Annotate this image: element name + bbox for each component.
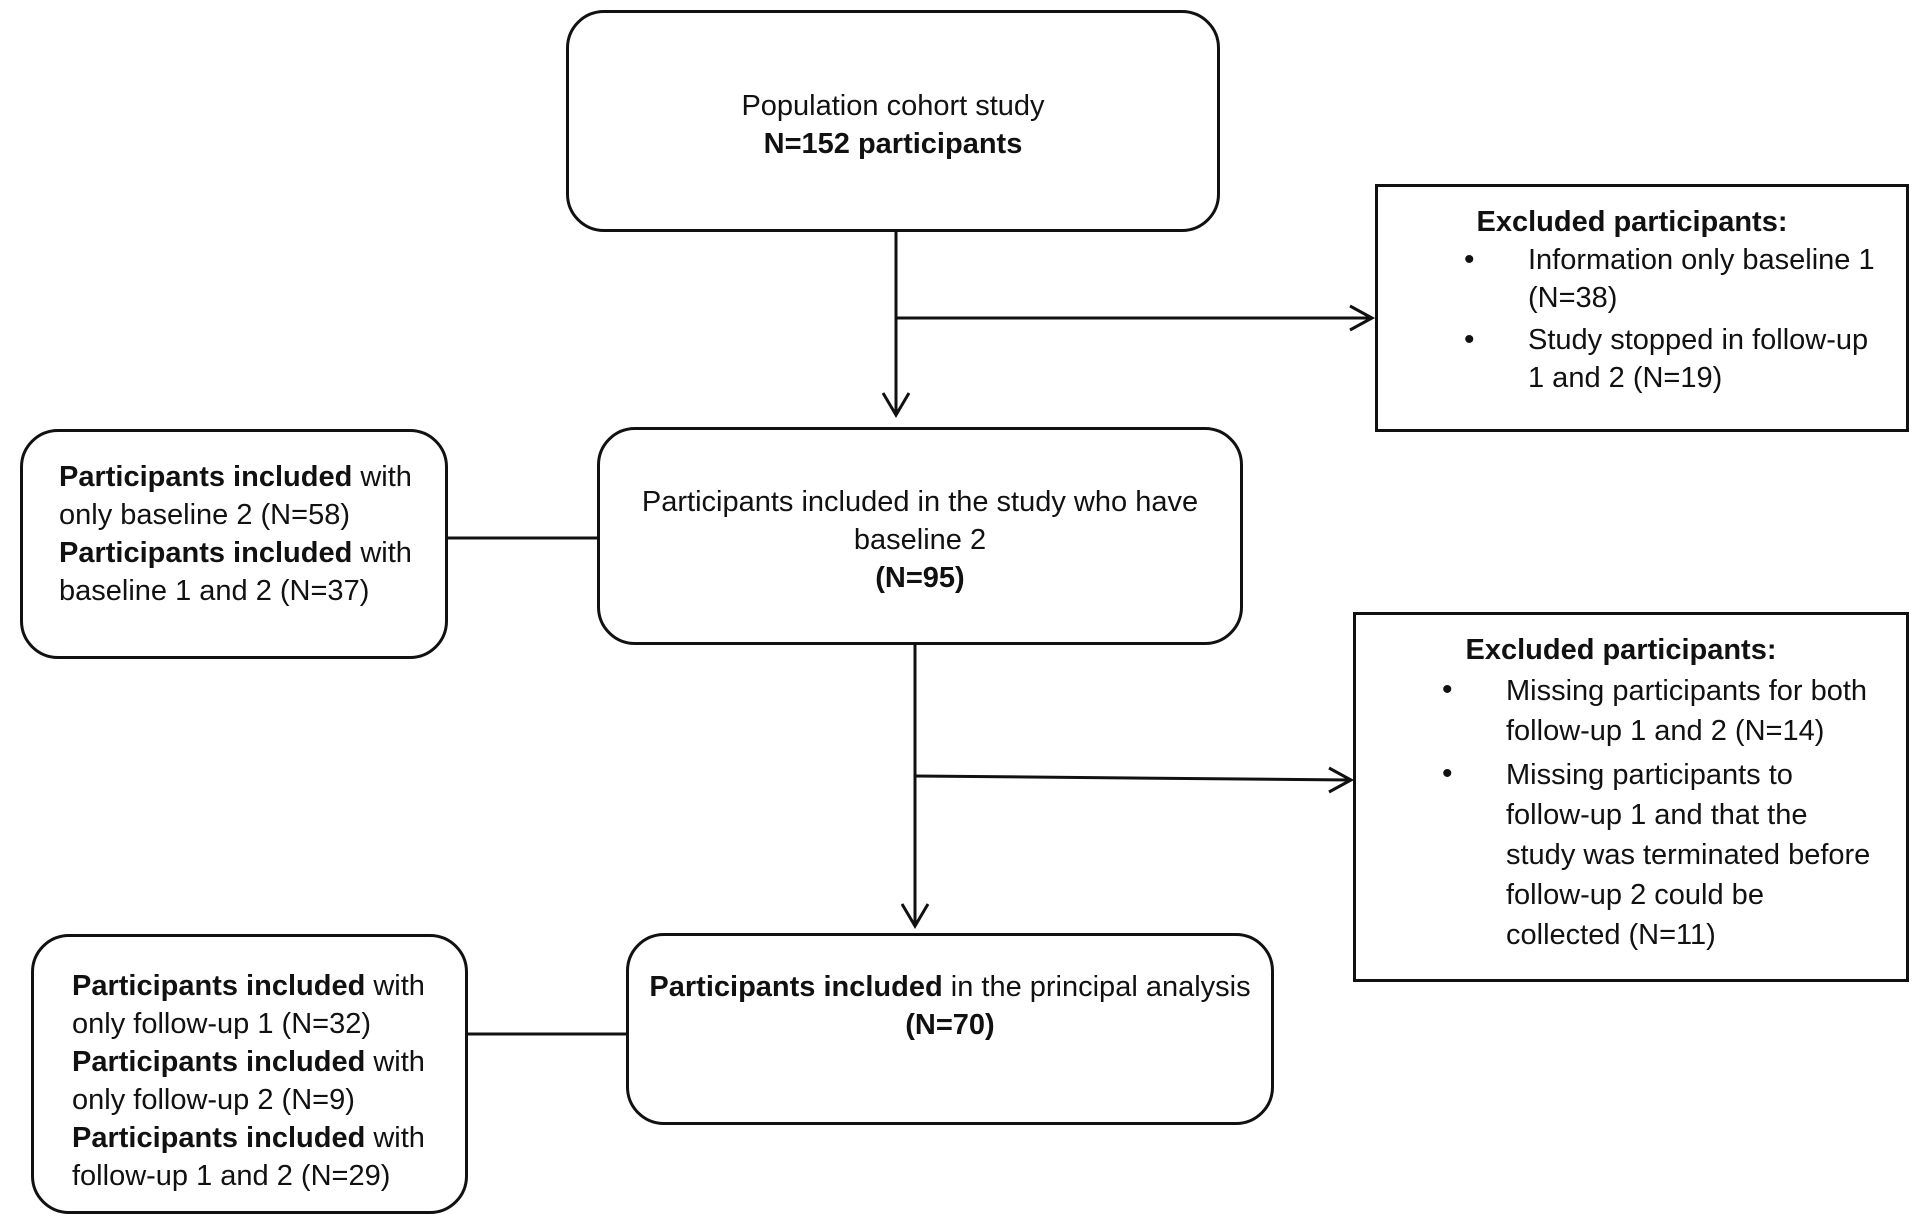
excluded-1-item-text: Information only baseline 1 xyxy=(1528,244,1875,276)
baseline2-label: Participants included in the study who h… xyxy=(641,486,1199,518)
excluded-2-list: • Missing participants for both follow-u… xyxy=(1356,671,1886,955)
arrowhead-down-2 xyxy=(900,903,930,929)
arrowhead-right-1 xyxy=(1349,304,1376,332)
excluded-2-item: • Missing participants to follow-up 1 an… xyxy=(1356,755,1886,955)
arrow-to-excluded-2 xyxy=(914,774,1352,782)
excluded-1-item: • Study stopped in follow-up 1 and 2 (N=… xyxy=(1378,321,1886,397)
excluded-1-item-text: Study stopped in follow-up xyxy=(1528,324,1869,356)
principal-label: Participants included in the principal a… xyxy=(649,971,1251,1003)
excluded-1-list: • Information only baseline 1 (N=38) • S… xyxy=(1378,241,1886,397)
excluded-box-2: Excluded participants: • Missing partici… xyxy=(1353,612,1909,982)
bullet-icon: • xyxy=(1442,757,1453,790)
excluded-2-item-text: follow-up 1 and that the xyxy=(1506,799,1808,831)
excluded-2-title: Excluded participants: xyxy=(1465,634,1777,666)
excluded-1-item-text: 1 and 2 (N=19) xyxy=(1528,362,1723,394)
baseline2-detail-row: Participants included with baseline 1 an… xyxy=(59,537,412,607)
baseline2-detail-row: Participants included with only baseline… xyxy=(59,461,412,531)
followup-detail-row: Participants included with only follow-u… xyxy=(72,970,425,1040)
population-label: Population cohort study xyxy=(741,90,1045,122)
baseline2-count: (N=95) xyxy=(875,562,965,594)
excluded-2-item-text: Missing participants to xyxy=(1506,759,1793,791)
baseline2-detail-box: Participants included with only baseline… xyxy=(20,429,448,659)
excluded-2-item-text: collected (N=11) xyxy=(1506,919,1716,951)
excluded-2-item-text: follow-up 2 could be xyxy=(1506,879,1764,911)
excluded-1-item-text: (N=38) xyxy=(1528,282,1618,314)
arrowhead-down-1 xyxy=(881,392,911,418)
excluded-1-title: Excluded participants: xyxy=(1476,206,1788,238)
excluded-1-item: • Information only baseline 1 (N=38) xyxy=(1378,241,1886,317)
population-count: N=152 participants xyxy=(763,128,1023,160)
bullet-icon: • xyxy=(1442,673,1453,706)
bullet-icon: • xyxy=(1464,323,1475,356)
bullet-icon: • xyxy=(1464,243,1475,276)
followup-detail-box: Participants included with only follow-u… xyxy=(31,934,468,1214)
excluded-2-item: • Missing participants for both follow-u… xyxy=(1356,671,1886,751)
principal-count: (N=70) xyxy=(905,1009,995,1041)
excluded-2-item-text: study was terminated before xyxy=(1506,839,1871,871)
baseline2-box: Participants included in the study who h… xyxy=(597,427,1243,645)
population-box: Population cohort study N=152 participan… xyxy=(566,10,1220,232)
followup-detail-row: Participants included with only follow-u… xyxy=(72,1046,425,1116)
arrowhead-right-2 xyxy=(1328,766,1355,794)
excluded-2-item-text: follow-up 1 and 2 (N=14) xyxy=(1506,715,1825,747)
excluded-2-item-text: Missing participants for both xyxy=(1506,675,1868,707)
principal-analysis-box: Participants included in the principal a… xyxy=(626,933,1274,1125)
followup-detail-row: Participants included with follow-up 1 a… xyxy=(72,1122,425,1192)
excluded-box-1: Excluded participants: • Information onl… xyxy=(1375,184,1909,432)
baseline2-label-cont: baseline 2 xyxy=(853,524,987,556)
